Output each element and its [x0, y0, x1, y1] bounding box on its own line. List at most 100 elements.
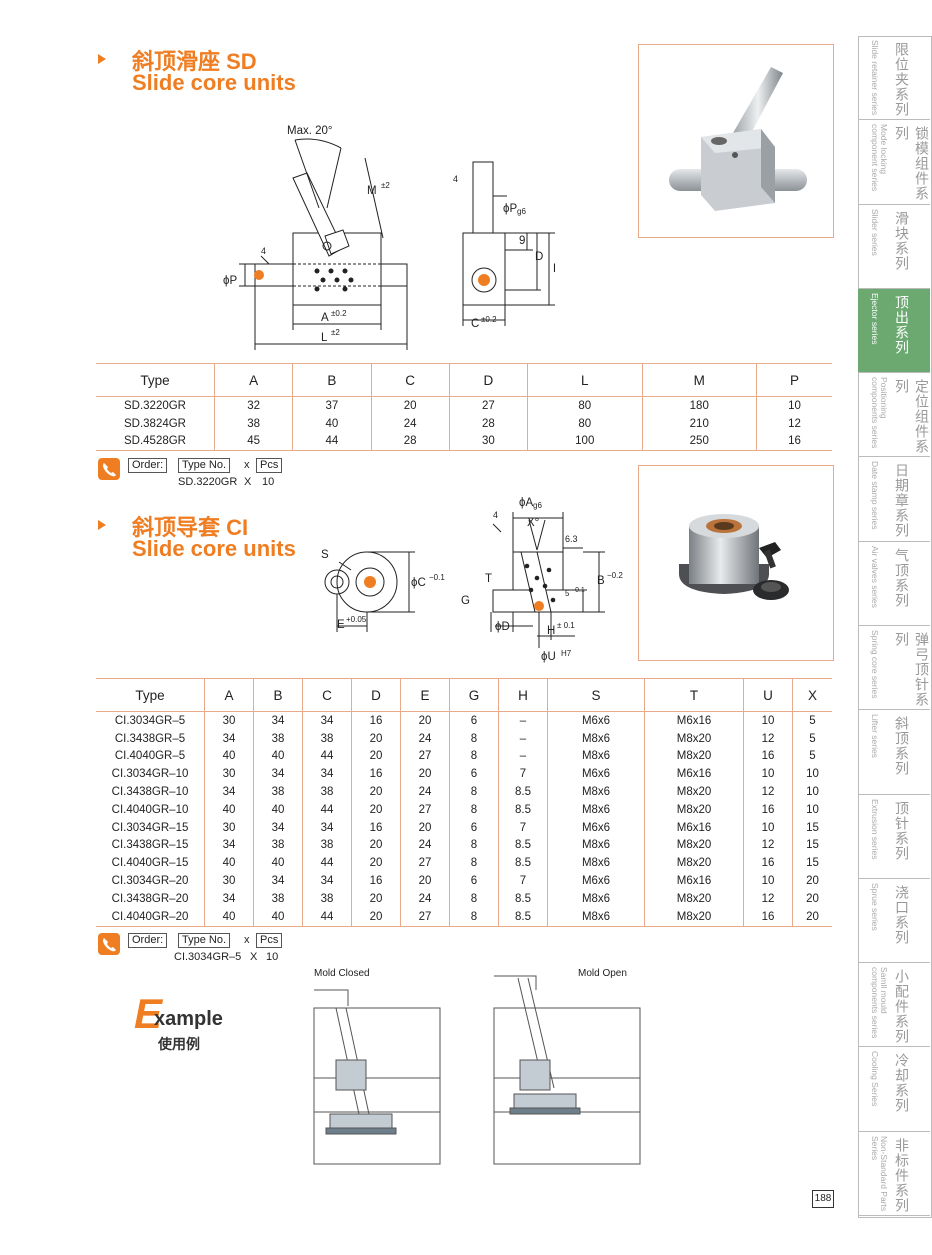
mold-example-drawings [313, 975, 641, 1165]
table-cell: 8.5 [498, 783, 548, 801]
sidebar-tab-cn: 气顶系列 [894, 547, 910, 608]
order-x: x [244, 934, 250, 946]
table-cell: 7 [498, 872, 548, 890]
mold-open-label: Mold Open [578, 968, 627, 979]
section2-title-cn: 斜顶导套 CI [132, 515, 249, 540]
table-cell: 40 [204, 800, 254, 819]
bullet-triangle-icon [98, 54, 106, 64]
label-five-tol: −0.1 [571, 587, 585, 594]
table-cell: M8x20 [644, 729, 744, 748]
table-cell: 8 [449, 836, 499, 855]
table-cell: CI.4040GR–15 [111, 857, 189, 870]
section1-title-en: Slide core units [132, 70, 296, 95]
sidebar-tab-en: Slide retainer series [870, 40, 880, 116]
table-cell: 15 [792, 836, 832, 855]
table-cell: 10 [792, 800, 832, 819]
table-cell: SD.3220GR [123, 399, 186, 412]
table-cell: 24 [370, 414, 450, 433]
table-cell: CI.3438GR–15 [111, 839, 189, 852]
label-e: E [337, 619, 345, 631]
table-header-cell: E [400, 678, 450, 712]
table-cell: 38 [302, 889, 352, 908]
sidebar-tab-en: Slider series [870, 208, 880, 256]
sd-product-image [669, 67, 807, 211]
table-header-row: Type A B C D L M P [96, 363, 832, 397]
table-cell: 80 [527, 396, 642, 415]
label-ag-tol: g6 [533, 501, 542, 510]
table-cell: 34 [204, 836, 254, 855]
table-cell: 20 [351, 854, 401, 873]
table-cell: 28 [370, 432, 450, 451]
table-cell: 44 [292, 432, 371, 451]
sidebar-tab-en: Positioning components series [870, 377, 889, 449]
ci-product-photo [638, 465, 834, 661]
table-cell: 16 [351, 818, 401, 837]
table-cell: M8x6 [547, 889, 645, 908]
table-cell: 34 [253, 711, 303, 730]
sidebar-tab-cn: 弹弓顶针系列 [894, 632, 930, 707]
table-cell: 16 [743, 854, 793, 873]
table-cell: 20 [351, 889, 401, 908]
table-cell: 10 [743, 872, 793, 890]
table-cell: 80 [527, 414, 642, 433]
table-cell: M8x20 [644, 800, 744, 819]
table-cell: CI.3034GR–20 [111, 875, 189, 888]
table-cell: 16 [351, 711, 401, 730]
table-cell: 16 [743, 800, 793, 819]
table-cell: 32 [213, 396, 293, 415]
table-cell: 44 [302, 800, 352, 819]
table-cell: M8x6 [547, 836, 645, 855]
table-cell: 20 [370, 396, 450, 415]
table-cell: 34 [204, 889, 254, 908]
table-cell: 27 [448, 396, 528, 415]
table-cell: 37 [292, 396, 371, 415]
label-d: ϕD [495, 621, 510, 633]
label-c: C [471, 318, 479, 330]
sidebar-tab-en: Ejector series [870, 292, 880, 345]
table-cell: CI.3438GR–10 [111, 786, 189, 799]
table-header-cell: L [527, 363, 642, 397]
example-heading: E xample 使用例 [134, 990, 274, 1060]
table-cell: M8x6 [547, 854, 645, 873]
example-title-rest: xample [154, 1008, 223, 1030]
table-cell: 8 [449, 907, 499, 927]
table-cell: 12 [743, 729, 793, 748]
table-cell: 30 [204, 765, 254, 784]
table-cell: 8 [449, 747, 499, 766]
table-cell: 250 [641, 432, 757, 451]
table-cell: 8 [449, 783, 499, 801]
table-cell: M8x20 [644, 836, 744, 855]
pin-marker-icon [254, 270, 264, 280]
order-type-no: Type No. [178, 458, 231, 473]
table-cell: SD.4528GR [123, 435, 186, 448]
table-cell: CI.3034GR–5 [114, 714, 186, 727]
table-cell: 5 [792, 747, 832, 766]
table-header-cell: C [302, 678, 352, 712]
table-cell: 34 [302, 818, 352, 837]
sidebar-tab-cn: 小配件系列 [894, 969, 910, 1045]
table-cell: 40 [204, 854, 254, 873]
table-cell: 15 [792, 854, 832, 873]
table-header-cell: M [641, 363, 757, 397]
table-cell: M8x20 [644, 889, 744, 908]
table-cell: 20 [400, 765, 450, 784]
table-cell: M8x6 [547, 800, 645, 819]
